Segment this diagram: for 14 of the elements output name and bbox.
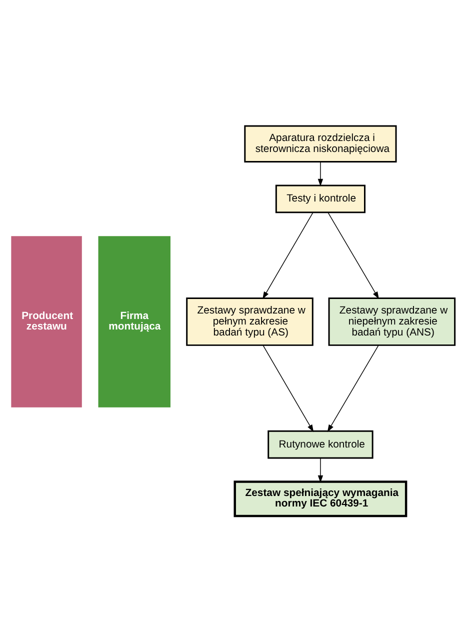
node-box: Aparatura rozdzielcza i sterownicza niskonapięciowa	[244, 124, 397, 162]
arrow	[262, 344, 314, 432]
arrow	[318, 160, 324, 186]
arrow	[262, 212, 314, 299]
node-box: Rutynowe kontrole	[268, 430, 374, 458]
arrow	[318, 457, 324, 482]
arrow	[327, 344, 379, 432]
node-box: Zestawy sprawdzane w niepełnym zakresie badań typu (ANS)	[328, 297, 456, 346]
node-box: Zestaw spełniający wymagania normy IEC 60439-1	[234, 480, 408, 517]
node-box: Producent zestawu	[11, 236, 82, 407]
node-box: Zestawy sprawdzane w pełnym zakresie badań typu (AS)	[186, 297, 314, 346]
node-box: Firma montująca	[98, 236, 170, 407]
node-box: Testy i kontrole	[275, 184, 366, 213]
arrow	[328, 212, 380, 299]
